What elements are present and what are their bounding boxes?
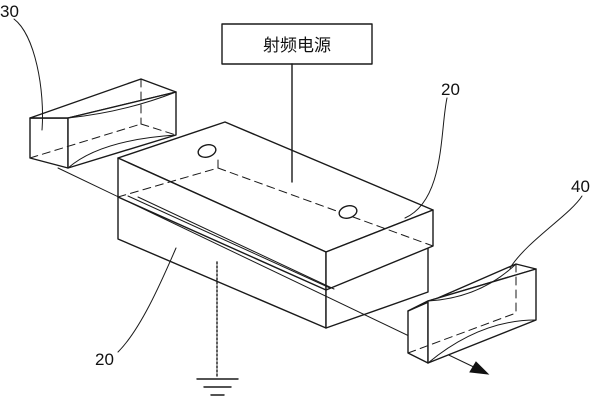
outlet-port xyxy=(338,205,358,219)
ground-icon xyxy=(196,378,239,396)
leader-30 xyxy=(13,18,43,131)
leader-40 xyxy=(509,195,583,269)
ref-30: 30 xyxy=(0,2,19,21)
inlet-port xyxy=(197,144,217,158)
ref-20-bottom: 20 xyxy=(95,350,114,369)
top-electrode xyxy=(117,121,434,291)
leader-20-top xyxy=(404,97,448,219)
ref-40: 40 xyxy=(571,177,590,196)
leader-20-bottom xyxy=(117,247,177,353)
beam-arrowhead xyxy=(469,361,490,375)
right-mirror xyxy=(407,263,537,364)
rf-power-supply-box xyxy=(221,23,373,65)
ref-20-top: 20 xyxy=(441,80,460,99)
left-mirror xyxy=(29,78,177,169)
rf-power-supply-label: 射频电源 xyxy=(263,36,331,56)
